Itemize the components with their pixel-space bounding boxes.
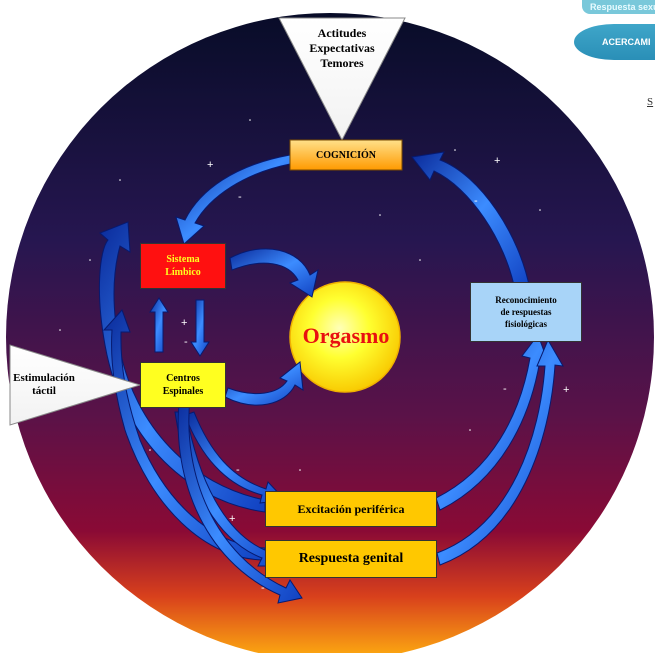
left-triangle-text: Estimulación táctil — [10, 372, 78, 398]
limbic-line-1: Sistema — [166, 254, 200, 265]
sign-minus-2: - — [474, 195, 478, 207]
top-triangle-line-1: Actitudes — [317, 26, 367, 40]
arrow-recognition-to-cognition — [411, 151, 531, 291]
arrow-limbic-to-spinal — [190, 299, 210, 357]
arrow-spinal-to-limbic — [149, 297, 169, 353]
spinal-centers-box: Centros Espinales — [140, 362, 226, 408]
cognition-label: COGNICIÓN — [315, 149, 376, 161]
recognition-line-2: de respuestas — [500, 307, 552, 317]
sign-plus-5: + — [229, 513, 236, 525]
logo-fragment: Respuesta sexu ACERCAMI — [572, 0, 655, 62]
arrow-excitation-to-limbic — [98, 221, 266, 513]
left-triangle-line-2: táctil — [32, 385, 56, 397]
top-triangle-text: Actitudes Expectativas Temores — [300, 26, 384, 71]
arrow-spinal-to-orgasm — [224, 361, 304, 406]
logo-bottom-band: ACERCAMI — [574, 24, 655, 60]
top-triangle — [278, 17, 406, 142]
sign-plus-1: + — [207, 159, 214, 171]
genital-response-box: Respuesta genital — [265, 540, 437, 578]
arrow-spinal-to-bottom — [177, 394, 303, 604]
cognition-box-bg — [289, 139, 403, 171]
genital-label: Respuesta genital — [298, 551, 404, 566]
limbic-system-box: Sistema Límbico — [140, 243, 226, 289]
top-triangle-line-3: Temores — [320, 56, 364, 70]
left-triangle-line-1: Estimulación — [13, 372, 75, 384]
sign-minus-3: - — [184, 336, 188, 348]
cognition-box: COGNICIÓN — [290, 140, 402, 170]
orgasm-label: Orgasmo — [302, 323, 390, 348]
sign-plus-2: + — [494, 155, 501, 167]
limbic-line-2: Límbico — [165, 267, 201, 278]
sign-plus-3: + — [181, 317, 188, 329]
logo-top-band: Respuesta sexu — [582, 0, 655, 14]
arrow-limbic-to-orgasm — [229, 248, 319, 298]
top-triangle-line-2: Expectativas — [309, 41, 375, 55]
spinal-line-1: Centros — [166, 373, 200, 384]
recognition-box: Reconocimiento de respuestas fisiológica… — [470, 282, 582, 342]
orgasm-label-wrap: Orgasmo — [284, 318, 408, 354]
sign-minus-1: - — [238, 191, 242, 203]
side-fragment-text: S — [647, 96, 654, 108]
excitation-label: Excitación periférica — [297, 501, 405, 516]
sign-minus-4: - — [503, 383, 507, 395]
left-triangle — [9, 344, 142, 426]
sign-minus-6: - — [261, 582, 265, 594]
arrow-excitation-to-recognition — [435, 333, 549, 511]
sign-plus-4: + — [563, 384, 570, 396]
arrows — [98, 151, 564, 604]
sign-minus-5: - — [236, 464, 240, 476]
recognition-line-1: Reconocimiento — [495, 295, 557, 305]
orgasm-sun — [289, 281, 401, 393]
spinal-line-2: Espinales — [162, 386, 204, 397]
peripheral-excitation-box: Excitación periférica — [265, 491, 437, 527]
recognition-line-3: fisiológicas — [505, 319, 547, 329]
arrow-genital-to-spinal-outer — [102, 309, 266, 561]
